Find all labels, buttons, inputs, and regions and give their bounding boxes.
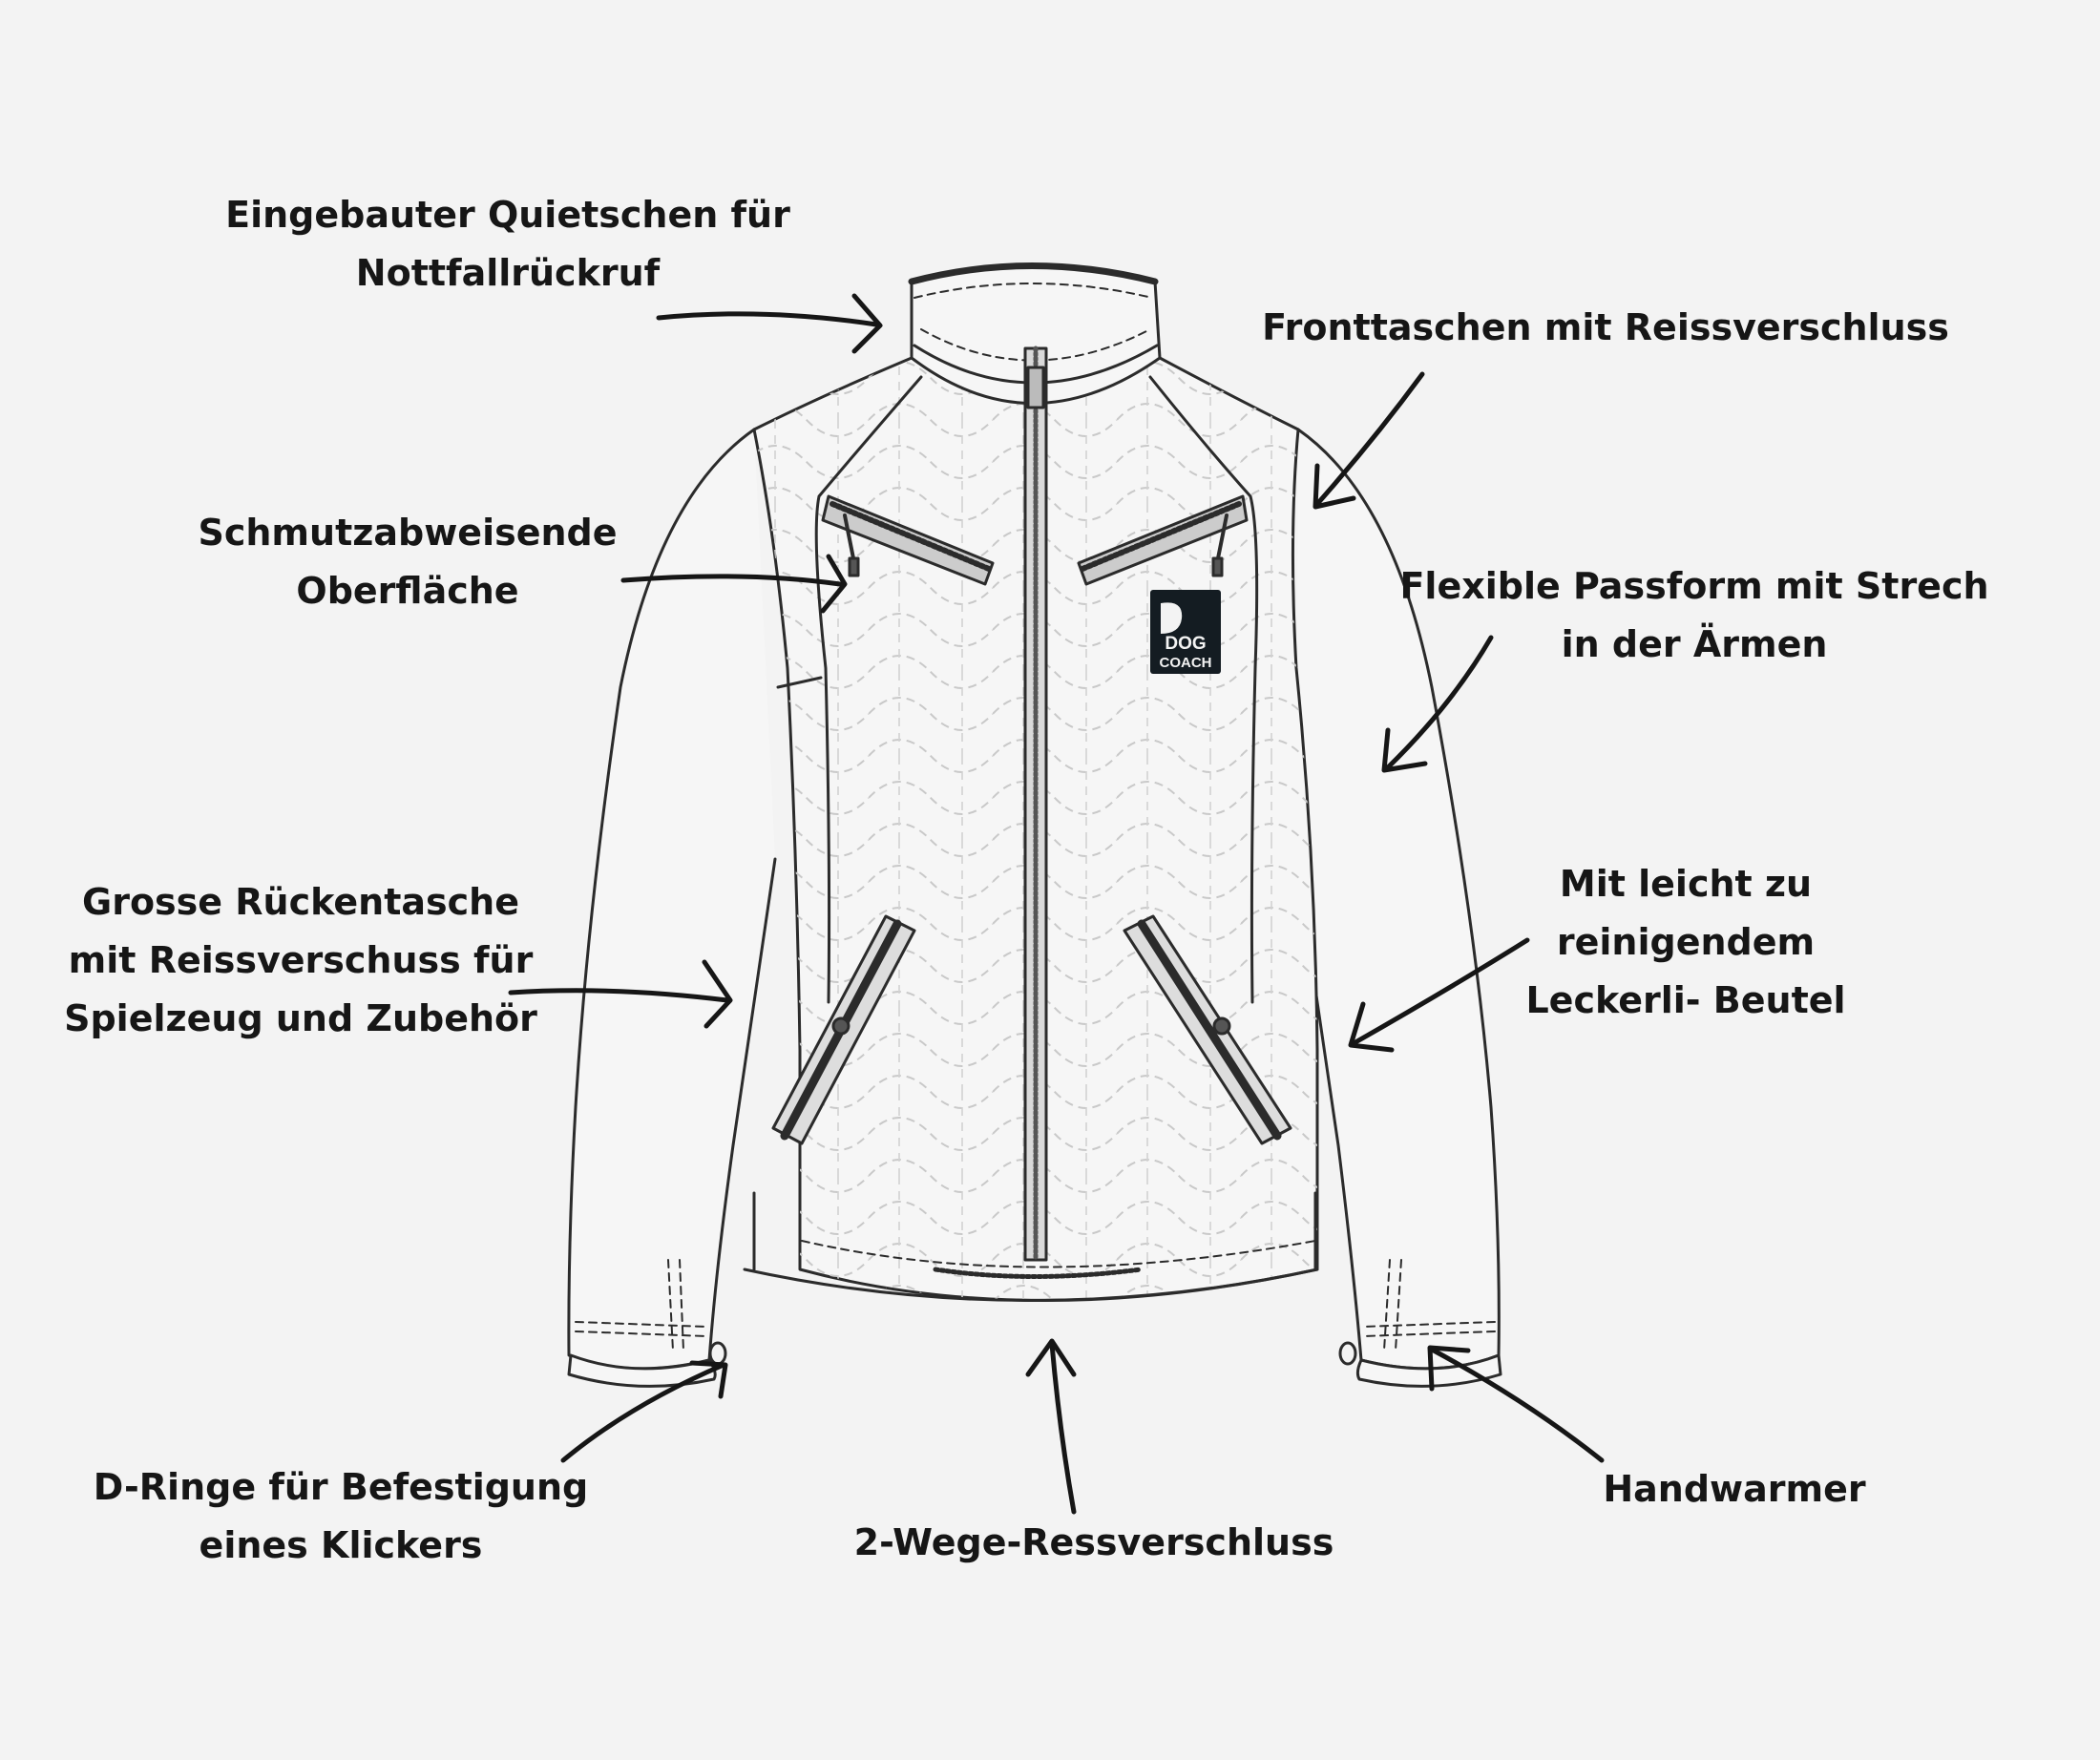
arrow-dirt-icon	[620, 554, 848, 614]
arrow-zipper-icon	[1025, 1338, 1077, 1515]
left-sleeve	[567, 428, 777, 1388]
hand-pocket-right	[1123, 914, 1292, 1145]
chest-pocket-right	[1077, 494, 1249, 586]
hand-pocket-left	[771, 914, 916, 1145]
arrow-treat-bag-icon	[1348, 937, 1530, 1053]
arrow-flexible-icon	[1381, 635, 1494, 773]
d-ring-left-icon	[708, 1341, 727, 1366]
right-sleeve	[1294, 428, 1502, 1388]
center-zipper	[1023, 346, 1048, 1263]
dog-coach-patch: DOG COACH	[1150, 590, 1221, 674]
d-ring-right-icon	[1338, 1341, 1357, 1366]
label-hand-warmer: Handwarmer	[1603, 1468, 1866, 1510]
arrow-handwarmer-icon	[1427, 1345, 1605, 1463]
arrow-squeaker-icon	[656, 293, 883, 354]
arrow-d-ring-icon	[560, 1360, 728, 1463]
patch-line2: COACH	[1160, 655, 1212, 671]
label-front-pockets: Fronttaschen mit Reissverschluss	[1262, 306, 1949, 348]
patch-line1: DOG	[1165, 634, 1206, 654]
label-two-way-zipper: 2-Wege-Ressverschluss	[853, 1521, 1334, 1563]
chest-pocket-left	[821, 494, 995, 586]
arrow-front-pockets-icon	[1312, 371, 1425, 510]
arrow-back-pocket-icon	[508, 959, 733, 1029]
collar	[908, 262, 1162, 405]
